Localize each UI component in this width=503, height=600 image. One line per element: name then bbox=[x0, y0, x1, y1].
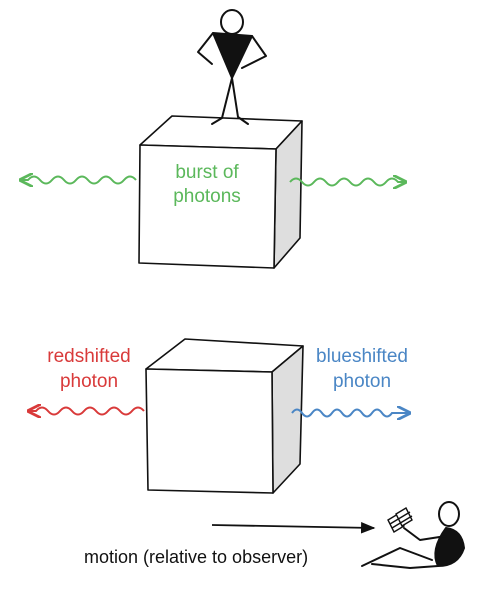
top-cube bbox=[138, 115, 303, 269]
motion-label: motion (relative to observer) bbox=[84, 547, 308, 567]
standing-figure-torso bbox=[212, 32, 253, 79]
standing-figure bbox=[197, 9, 267, 125]
observer-arm bbox=[403, 527, 447, 541]
observer-figure bbox=[361, 501, 465, 569]
observer-torso bbox=[434, 527, 465, 567]
bottom-cube-front-face bbox=[145, 368, 274, 494]
blueshift-label-line1: blueshifted bbox=[316, 346, 408, 367]
standing-figure-right-arm bbox=[241, 35, 267, 69]
red-photon bbox=[30, 408, 145, 415]
blue-photon bbox=[291, 410, 408, 417]
burst-label-line2: photons bbox=[173, 186, 241, 207]
top-cube-front-face bbox=[138, 144, 277, 269]
top-cube-top-face bbox=[139, 115, 303, 150]
binoculars-icon bbox=[387, 507, 413, 533]
observer-head bbox=[438, 501, 460, 527]
standing-figure-head bbox=[220, 9, 244, 35]
green-photon-right bbox=[289, 179, 404, 186]
redshift-label-line2: photon bbox=[60, 371, 118, 392]
observer-legs bbox=[361, 547, 439, 569]
bottom-cube-side-face bbox=[271, 345, 304, 494]
standing-figure-legs bbox=[211, 77, 249, 125]
bottom-cube bbox=[145, 338, 304, 494]
green-photon-left bbox=[22, 177, 137, 184]
burst-label-line1: burst of bbox=[175, 162, 239, 183]
redshift-label-line1: redshifted bbox=[47, 346, 130, 367]
motion-arrow bbox=[211, 522, 376, 534]
blueshift-label-line2: photon bbox=[333, 371, 391, 392]
standing-figure-left-arm bbox=[197, 32, 214, 65]
